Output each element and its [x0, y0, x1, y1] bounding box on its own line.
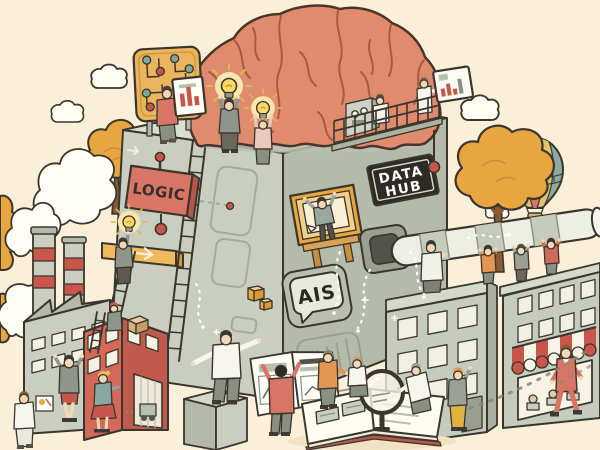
worker-analyst [156, 75, 207, 144]
book-worker-orange [317, 350, 349, 409]
building-right [499, 262, 600, 429]
book-figures [315, 398, 366, 425]
footprint-trail [558, 364, 592, 384]
street-scene [13, 302, 592, 450]
pipe-worker-2 [478, 244, 498, 285]
data-hub-sign: DATA HUB [366, 153, 440, 207]
orange-display-window [289, 183, 363, 269]
tablet-chart-screen [171, 75, 207, 118]
speaker-on-pedestal [190, 330, 262, 405]
circuit-node [225, 201, 235, 211]
orange-crates [247, 285, 273, 311]
ais-panel: AIS [281, 263, 353, 329]
building-right-windows [517, 278, 596, 344]
bar-chart-icon [179, 86, 200, 107]
worker-idea-ladder [110, 203, 148, 285]
sparkle-dots [201, 233, 511, 333]
bar-chart-icon [440, 83, 458, 97]
footprint-trail [468, 350, 587, 410]
walking-person-red-suit [550, 344, 583, 417]
worker-idea-2 [243, 88, 283, 165]
cart [126, 403, 157, 421]
waving-worker [447, 366, 472, 431]
floating-chart-screen [432, 65, 475, 104]
balcony-deck [331, 117, 443, 152]
left-wall-circuit-decor [199, 165, 259, 335]
sparkle-lines [194, 232, 510, 330]
roof-worker [106, 302, 123, 332]
window-sitter [303, 191, 337, 244]
worker-with-picture [13, 391, 54, 449]
roof-crate [127, 315, 149, 335]
cheering-worker [53, 354, 84, 422]
observation-balcony [331, 77, 444, 152]
pipe-worker-4 [541, 237, 561, 275]
worker-idea-1 [206, 63, 252, 153]
book-worker-kneeling [342, 356, 369, 398]
window-sill [302, 234, 360, 253]
pipe-worker-1 [420, 240, 446, 294]
shop-awning [511, 326, 597, 375]
pipe-worker-3 [512, 243, 530, 282]
railing-posts [333, 95, 440, 143]
book-worker-magnifier [397, 362, 432, 415]
data-hub-label-line2: HUB [384, 178, 423, 201]
giant-open-book [288, 350, 456, 450]
logic-sign: LOGIC [124, 164, 201, 221]
sparkle-crosses [213, 296, 398, 336]
roof-crew: DATA HUB [110, 45, 475, 285]
chimney-left [30, 226, 58, 319]
hanging-ball [427, 160, 441, 174]
railing-rails [333, 94, 441, 144]
woman-at-door [90, 370, 120, 433]
hanging-ball [154, 222, 168, 236]
ladder-mini [89, 311, 106, 354]
arrow-icon [127, 146, 140, 155]
paper-plane-icon [306, 224, 317, 233]
sign-knob [154, 151, 166, 163]
